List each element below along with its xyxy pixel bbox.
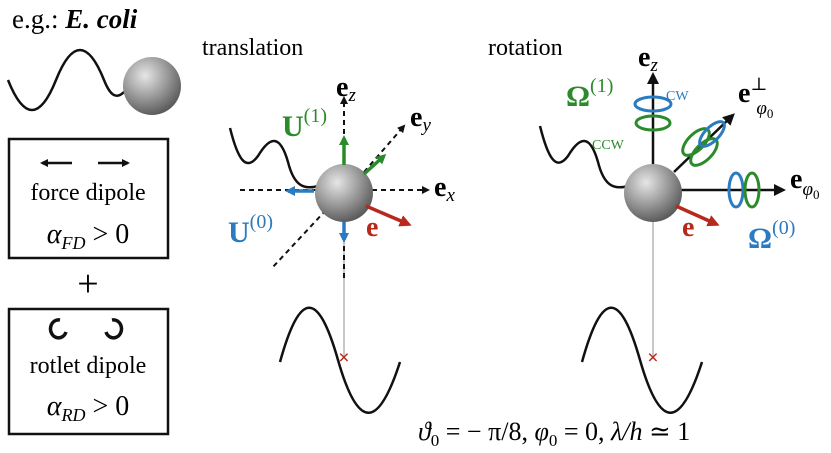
parameter-line: ϑ0 = − π/8, φ0 = 0, λ/h ≃ 1 (418, 417, 690, 450)
u1-diag-arrow (362, 153, 387, 176)
rotlet-dipole-param: αRD > 0 (47, 391, 130, 425)
rotation-title: rotation (488, 35, 563, 61)
ey-axis (363, 124, 406, 173)
force-dipole-label: force dipole (30, 180, 145, 206)
omega1-ez-loop (634, 114, 672, 132)
omega0-ephi-loop (727, 171, 745, 209)
rotation-ephi-label: eφ0 (790, 164, 819, 202)
force-dipole-param: αFD > 0 (47, 219, 130, 253)
rotation-ez-label: ez (638, 42, 658, 76)
rotation-e-arrow (675, 204, 720, 227)
rotation-sphere (624, 164, 682, 222)
flagellum-icon (6, 48, 125, 112)
rotation-projection-mark: × (647, 347, 658, 369)
omega1-ephi-loop (743, 171, 761, 209)
rotlet-dipole-box (7, 307, 170, 436)
left-rotlet-icon (48, 318, 68, 340)
cw-label: CW (666, 89, 689, 104)
rotation-ephi-perp-label: e⊥φ0 (738, 74, 773, 121)
omega0-ez-loop (633, 95, 673, 113)
omega0-perp-loop (698, 120, 726, 148)
translation-ey-label: ey (410, 102, 431, 136)
translation-title: translation (202, 35, 303, 61)
u1-label: U(1) (282, 105, 327, 143)
ey-axis-back (271, 209, 327, 269)
translation-flagellum (228, 127, 319, 189)
translation-sphere (315, 164, 373, 222)
cell-body-icon (123, 57, 181, 115)
rotation-e-label: e (682, 212, 694, 243)
example-label: e.g.: E. coli (12, 4, 138, 34)
ccw-label: CCW (592, 138, 625, 153)
force-dipole-box (7, 137, 170, 260)
omega0-label: Ω(0) (748, 217, 795, 255)
translation-e-label: e (366, 212, 378, 243)
translation-ez-label: ez (336, 72, 356, 106)
plus-sign: + (77, 263, 98, 305)
u0-label: U(0) (228, 211, 273, 249)
rotlet-dipole-label: rotlet dipole (30, 353, 147, 379)
right-rotlet-icon (104, 318, 124, 340)
rotation-flagellum (538, 125, 629, 189)
translation-ex-label: ex (434, 172, 455, 206)
translation-wall (278, 306, 402, 414)
translation-e-arrow (365, 204, 412, 227)
rotation-wall (580, 306, 704, 414)
omega1-label: Ω(1) (566, 75, 613, 113)
translation-projection-mark: × (338, 347, 349, 369)
